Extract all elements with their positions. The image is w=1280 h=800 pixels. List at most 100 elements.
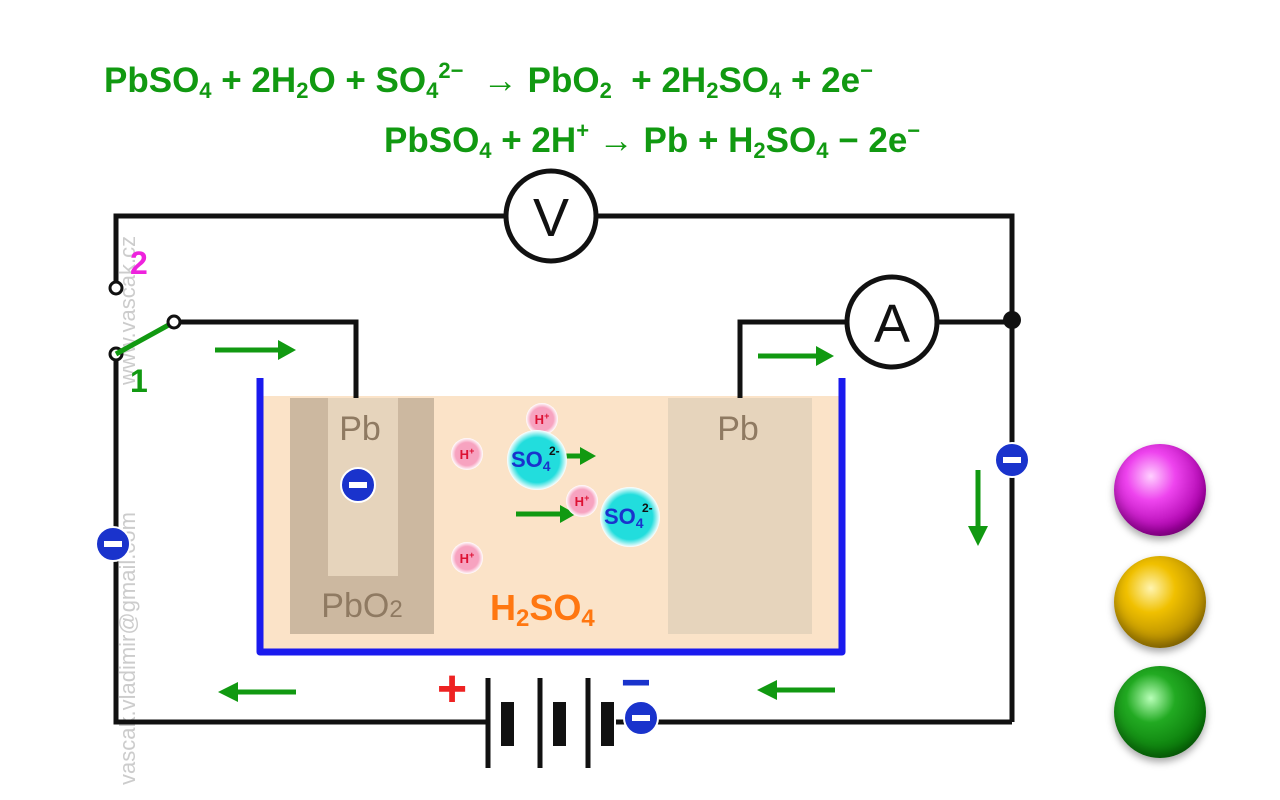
electron <box>994 442 1030 478</box>
electrolyte-sub2: 4 <box>581 605 595 632</box>
h-symbol: H <box>575 494 584 509</box>
h-symbol: H <box>460 447 469 462</box>
so-symbol: SO <box>511 447 543 472</box>
eq2-sup: + <box>576 118 590 143</box>
eq2-sub: 4 <box>479 138 492 163</box>
switch[interactable]: 2 1 <box>108 245 182 399</box>
charging-equation-negative: PbSO4 + 2H+ → Pb + H2SO4 − 2e− <box>384 118 920 164</box>
eq2-part: + 2H <box>491 121 577 160</box>
wires <box>113 213 1015 725</box>
h-charge: + <box>584 493 589 503</box>
switch-label-2: 2 <box>130 245 148 281</box>
electrons <box>95 442 1030 736</box>
ammeter-label: A <box>874 294 910 354</box>
voltmeter: V <box>503 168 599 264</box>
electrolyte-h: H <box>490 587 516 628</box>
switch-lever[interactable] <box>114 319 176 357</box>
current-arrow-down-head <box>968 526 988 546</box>
h-symbol: H <box>535 412 544 427</box>
voltmeter-circle <box>503 168 599 264</box>
eq1-part: + 2H <box>211 61 297 100</box>
magenta-button[interactable] <box>1114 444 1206 536</box>
eq2-part: − 2e <box>828 121 908 160</box>
switch-pivot <box>166 314 182 330</box>
battery-plate-short <box>553 702 566 746</box>
battery-plate-short <box>601 702 614 746</box>
eq1-sup: 2− <box>438 58 464 83</box>
pbo-sub: 2 <box>389 596 402 623</box>
current-arrow-left-head <box>218 682 238 702</box>
current-arrow-left-head <box>757 680 777 700</box>
right-electrode <box>668 398 812 634</box>
hydrogen-ion: H+ <box>526 403 558 435</box>
hydrogen-ion: H+ <box>451 542 483 574</box>
electron <box>340 467 376 503</box>
left-electrode-bottom-label: PbO2 <box>321 587 402 625</box>
svg-text:H+: H+ <box>575 493 590 509</box>
ammeter: A <box>844 274 940 370</box>
battery-plus: + <box>437 660 467 718</box>
pbo-main: PbO <box>321 587 389 625</box>
eq2-part: PbSO <box>384 121 480 160</box>
eq1-sub: 4 <box>769 78 782 103</box>
charging-equation-positive: PbSO4 + 2H2O + SO42− → PbO2 + 2H2SO4 + 2… <box>104 58 873 104</box>
left-electrode-wire <box>174 319 359 398</box>
h-charge: + <box>469 550 474 560</box>
yellow-button[interactable] <box>1114 556 1206 648</box>
junction-dot <box>1003 311 1021 329</box>
eq2-sub: 4 <box>816 138 829 163</box>
hydrogen-ion: H+ <box>566 485 598 517</box>
eq1-part: SO <box>718 61 770 100</box>
eq1-sub: 4 <box>426 78 439 103</box>
h-symbol: H <box>460 551 469 566</box>
switch-contact-2[interactable] <box>108 280 124 296</box>
eq2-part: SO <box>765 121 817 160</box>
eq2-sub: 2 <box>753 138 766 163</box>
eq2-part: → Pb + H <box>589 121 754 160</box>
current-arrow-right-head <box>278 340 296 360</box>
hydrogen-ions: H+ H+ H+ H+ <box>451 403 598 574</box>
battery-plate-short <box>501 702 514 746</box>
switch-label-1: 1 <box>130 363 148 399</box>
eq1-part: O + SO <box>308 61 427 100</box>
ammeter-circle <box>844 274 940 370</box>
so-symbol: SO <box>604 504 636 529</box>
left-electrode-label: Pb <box>339 410 381 448</box>
green-button[interactable] <box>1114 666 1206 758</box>
sulfate-ion: SO4 2- <box>507 430 567 490</box>
right-electrode-label: Pb <box>717 410 759 448</box>
sulfate-ions: SO4 2- SO4 2- <box>507 430 660 547</box>
eq1-part: + 2e <box>781 61 861 100</box>
svg-text:H+: H+ <box>460 446 475 462</box>
eq1-part: + 2H <box>611 61 707 100</box>
eq2-sup: − <box>907 118 921 143</box>
battery: + − <box>437 654 651 768</box>
eq1-sub: 2 <box>706 78 719 103</box>
so-sub: 4 <box>543 458 551 474</box>
eq1-part: PbSO <box>104 61 200 100</box>
svg-text:SO4: SO4 <box>604 504 644 531</box>
h-charge: + <box>544 411 549 421</box>
current-arrows <box>215 340 988 702</box>
container-wall <box>256 378 846 656</box>
electrolyte-sub1: 2 <box>516 605 529 632</box>
hydrogen-ion: H+ <box>451 438 483 470</box>
electrolyte-label: H2SO4 <box>490 587 595 632</box>
ion-arrow-head <box>580 447 596 465</box>
voltmeter-label: V <box>533 188 569 248</box>
battery-gap <box>488 712 616 734</box>
eq1-sub: 2 <box>599 78 612 103</box>
ion-arrow-head <box>560 505 576 523</box>
top-wire <box>113 213 1015 722</box>
right-electrode-wire <box>737 319 1012 398</box>
so-charge: 2- <box>642 501 653 515</box>
so-sub: 4 <box>636 515 644 531</box>
eq1-sub: 4 <box>199 78 212 103</box>
eq1-sup: − <box>860 58 873 83</box>
so-charge: 2- <box>549 444 560 458</box>
electron <box>95 526 131 562</box>
eq1-sub: 2 <box>296 78 309 103</box>
current-arrow-right-head <box>816 346 834 366</box>
sulfate-ion: SO4 2- <box>600 487 660 547</box>
